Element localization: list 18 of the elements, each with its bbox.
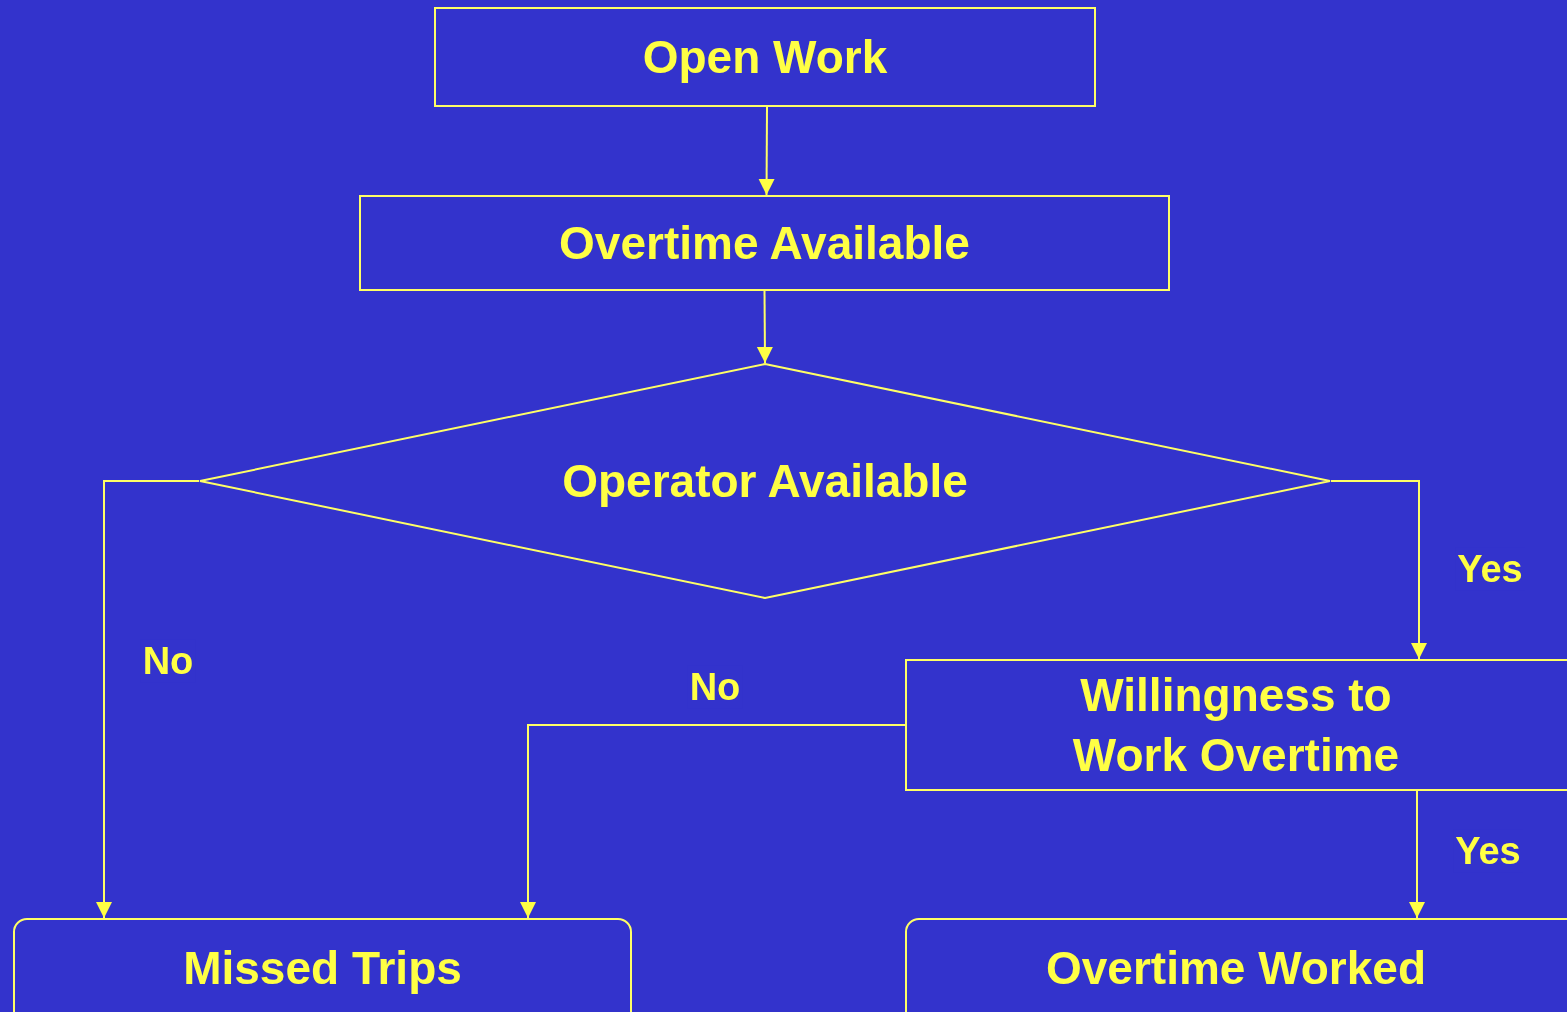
node-label: Missed Trips: [183, 941, 462, 996]
process-box: [359, 195, 1170, 291]
decision-diamond: [199, 363, 1331, 599]
arrow: [758, 106, 775, 196]
terminal-box: [905, 918, 1567, 1012]
arrow: [520, 724, 906, 919]
arrow: [96, 480, 200, 919]
node-label: Operator Available: [562, 454, 968, 509]
node-label: Overtime Worked: [1045, 941, 1427, 996]
process-box: [434, 7, 1096, 107]
arrow: [756, 290, 773, 364]
node-label: Willingness to Work Overtime: [1071, 668, 1401, 783]
node-label: Overtime Available: [559, 216, 970, 271]
terminal-box: [13, 918, 632, 1012]
arrow: [1330, 480, 1427, 660]
arrow: [1409, 790, 1425, 919]
process-box: [905, 659, 1567, 791]
node-label: Open Work: [642, 30, 888, 85]
